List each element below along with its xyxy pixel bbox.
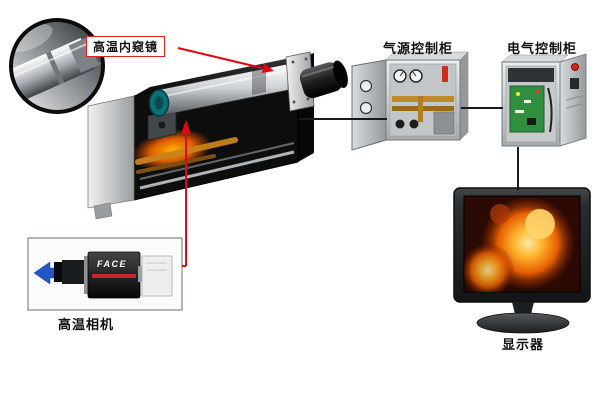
electric-cabinet-label: 电气控制柜 [506,41,577,56]
camera-brand-text: FACE [96,259,127,269]
black-connectors [299,107,519,190]
endoscope-label: 高温内窥镜 [86,36,166,57]
electric-cabinet-graphic [501,53,587,147]
red-connectors [177,47,274,267]
monitor-label: 显示器 [501,337,544,352]
air-cabinet-label: 气源控制柜 [382,41,453,56]
endoscope-photo-inset [9,18,105,114]
camera-label: 高温相机 [58,317,115,332]
monitor-graphic [453,187,591,334]
main-housing [87,51,348,220]
air-cabinet-graphic [351,51,469,151]
camera-inset-graphic [27,237,183,311]
